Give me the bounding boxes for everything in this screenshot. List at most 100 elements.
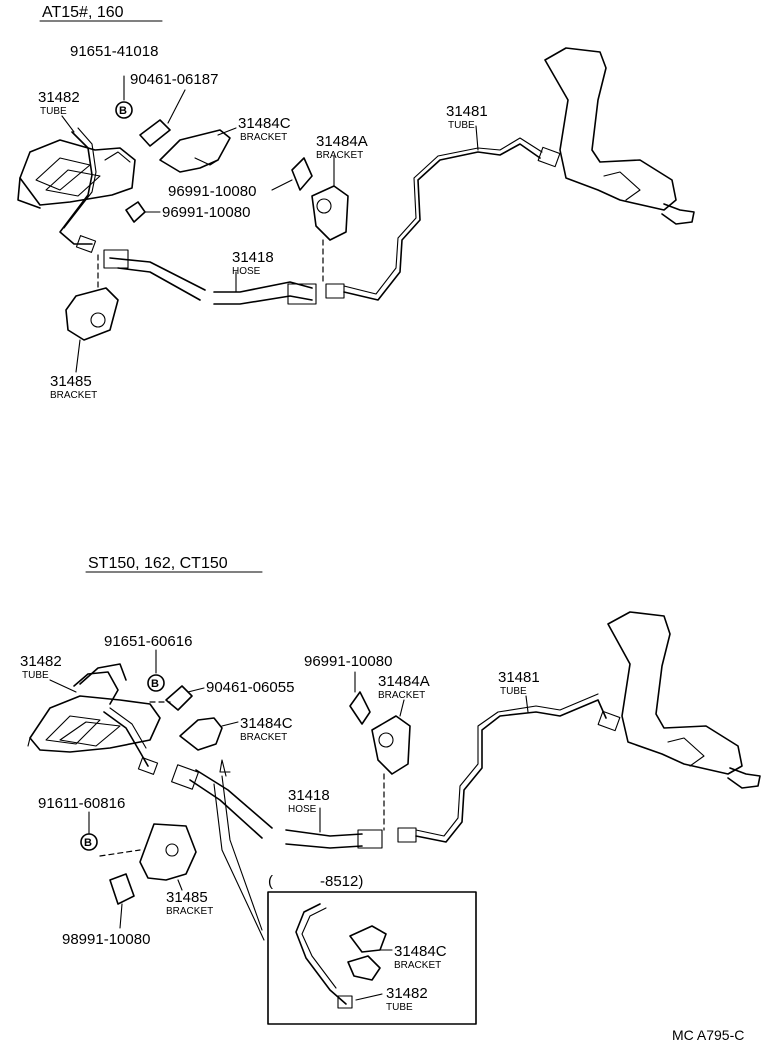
- bracket-31484c: [159, 129, 231, 173]
- label-90461-bottom: 90461-06055: [206, 679, 294, 696]
- label-96991-bottom: 96991-10080: [304, 653, 392, 670]
- tube-31482-bottom: [103, 711, 149, 767]
- top-section: AT15#, 160 B: [17, 4, 695, 401]
- label-31484a-bottom: 31484A: [378, 673, 430, 690]
- tube-nut: [75, 235, 97, 253]
- release-cylinder-bottom: [597, 611, 761, 789]
- label-31485-bottom: 31485: [166, 889, 208, 906]
- label-31482-top: 31482: [38, 89, 80, 106]
- label-bracket-a-bottom: BRACKET: [378, 690, 425, 701]
- label-31484c-top: 31484C: [238, 115, 291, 132]
- release-cylinder: [537, 47, 695, 225]
- label-96991-lower-top: 96991-10080: [162, 204, 250, 221]
- clip-96991-bottom: [349, 691, 371, 725]
- label-98991: 98991-10080: [62, 931, 150, 948]
- clip-96991-lower: [125, 201, 146, 223]
- inset-label-bracket: BRACKET: [394, 960, 441, 971]
- top-section-header: AT15#, 160: [42, 4, 124, 21]
- inset-leader-31482: [355, 993, 383, 1001]
- hose-end-right: [287, 283, 317, 305]
- label-tube-b-bottom: TUBE: [500, 686, 527, 697]
- label-bracket-c-bottom: BRACKET: [240, 732, 287, 743]
- leader-96991-upper: [271, 179, 293, 191]
- label-31418-bottom: 31418: [288, 787, 330, 804]
- label-hose-bottom: HOSE: [288, 804, 317, 815]
- hose-end-right-bottom: [357, 829, 383, 849]
- leader-31481-bottom: [525, 695, 529, 713]
- hose-31418-upper: [109, 257, 206, 291]
- inset-box: ( -8512) 31484C BRACKET 31482 TUBE: [267, 873, 477, 1025]
- label-bracket-a-top: BRACKET: [316, 150, 363, 161]
- arrow-up: [219, 759, 231, 777]
- tube-31482: [59, 131, 93, 245]
- hose-31418-bottom-lower: [285, 829, 363, 837]
- hose-31418-lower: [213, 281, 313, 293]
- tube-31482-bottom-upper: [79, 663, 127, 685]
- label-90461-top: 90461-06187: [130, 71, 218, 88]
- bolt-b-circle: [115, 101, 133, 119]
- inset-bracket-31484c: [349, 925, 387, 953]
- inset-frame: [267, 891, 477, 1025]
- leader-31484a-bottom: [399, 699, 405, 717]
- bracket-31485-bottom: [139, 823, 197, 881]
- inset-label-31484c: 31484C: [394, 943, 447, 960]
- label-31481-top: 31481: [446, 103, 488, 120]
- inset-tube-31482: [295, 903, 347, 1005]
- tube-31481-nut: [325, 283, 345, 299]
- bracket-31484a-bottom: [371, 715, 411, 775]
- label-bracket-b-top: BRACKET: [50, 390, 97, 401]
- label-tube-b-top: TUBE: [448, 120, 475, 131]
- bracket-31484a: [311, 185, 349, 241]
- bracket-31485: [65, 287, 119, 341]
- hose-end-left: [103, 249, 129, 269]
- bracket-31484c-bottom: [179, 717, 223, 751]
- label-31481-bottom: 31481: [498, 669, 540, 686]
- clutch-master-cylinder-bottom: [27, 671, 161, 753]
- reference-code: MC A795-C: [672, 1027, 744, 1043]
- leader-90461-bottom: [187, 687, 205, 693]
- clutch-master-cylinder: [17, 139, 136, 209]
- inset-open-paren: (: [268, 873, 273, 890]
- inset-leader-a: [221, 775, 263, 931]
- bolt-symbol-bottom-1: B: [151, 678, 159, 690]
- clip-98991: [109, 873, 135, 905]
- label-91651-bottom: 91651-60616: [104, 633, 192, 650]
- bolt-symbol: B: [119, 105, 127, 117]
- inset-label-tube: TUBE: [386, 1002, 413, 1013]
- inset-range: -8512): [320, 873, 363, 890]
- inset-label-31482: 31482: [386, 985, 428, 1002]
- bottom-section: ST150, 162, CT150 B: [20, 555, 761, 1025]
- bolt-symbol-bottom-2: B: [84, 837, 92, 849]
- label-bracket-c-top: BRACKET: [240, 132, 287, 143]
- leader-31484c-bottom: [221, 721, 239, 727]
- label-31482-bottom: 31482: [20, 653, 62, 670]
- bottom-section-header: ST150, 162, CT150: [88, 555, 228, 572]
- label-91651-top: 91651-41018: [70, 43, 158, 60]
- clip-90461-bottom: [165, 685, 193, 711]
- label-hose-top: HOSE: [232, 266, 261, 277]
- leader-31481: [475, 125, 479, 151]
- tube-31481: [343, 143, 541, 301]
- leader-90461: [167, 89, 186, 124]
- label-31484a-top: 31484A: [316, 133, 368, 150]
- inset-leader-b: [213, 783, 265, 941]
- label-tube-a-top: TUBE: [40, 106, 67, 117]
- label-bracket-b-bottom: BRACKET: [166, 906, 213, 917]
- bolt-b-circle-bottom-1: [147, 674, 165, 692]
- tube-31481-bottom: [415, 699, 607, 843]
- label-96991-upper-top: 96991-10080: [168, 183, 256, 200]
- label-tube-a-bottom: TUBE: [22, 670, 49, 681]
- hose-31418-bottom-upper: [189, 779, 263, 839]
- clip-96991-upper: [291, 157, 313, 191]
- clip-90461: [139, 119, 171, 147]
- hose-end-left-bottom: [171, 764, 199, 790]
- leader-31484c: [217, 127, 237, 136]
- tube-31481-nut-bottom: [397, 827, 417, 843]
- label-31418-top: 31418: [232, 249, 274, 266]
- leader-31485-bottom: [177, 879, 183, 891]
- label-31485-top: 31485: [50, 373, 92, 390]
- label-31484c-bottom: 31484C: [240, 715, 293, 732]
- leader-98991: [119, 903, 123, 929]
